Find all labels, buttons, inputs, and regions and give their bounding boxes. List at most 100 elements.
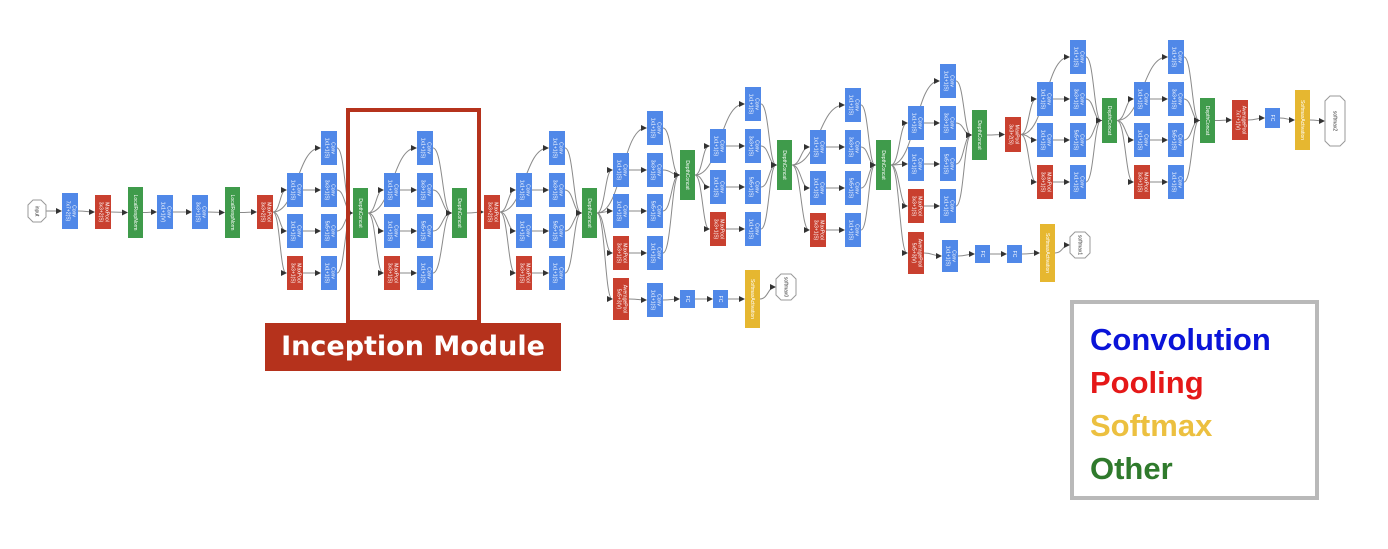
node-name: DepthConcat: [357, 198, 363, 228]
node-name: MaxPool: [493, 202, 499, 221]
pool-block: [908, 189, 924, 223]
node-name: Conv: [426, 225, 432, 237]
node-name: Conv: [296, 184, 302, 196]
edge-5a_cat-to-5b_r2: [1116, 96, 1134, 121]
edge-conv1-to-pool1: [77, 208, 95, 215]
node-5a-cat: DepthConcat: [1102, 98, 1117, 143]
conv-block: [157, 195, 173, 229]
edge-pool3-to-4a_pool: [499, 211, 516, 276]
conv-block: [516, 214, 532, 248]
conv-block: [940, 189, 956, 223]
node-name: Conv: [951, 250, 957, 262]
node-name: DepthConcat: [976, 120, 982, 150]
conv-block: [1168, 123, 1184, 157]
other-block: [452, 188, 467, 238]
node-params: 1x1+1(S): [650, 290, 656, 311]
node-name: Conv: [917, 158, 923, 170]
node-params: 1x1+1(S): [1137, 89, 1143, 110]
conv-block: [845, 171, 861, 205]
pool-block: [1232, 100, 1248, 140]
node-name: MaxPool: [1143, 172, 1149, 191]
edge-4b_b3-to-4b_cat: [662, 172, 680, 212]
conv-block: [287, 173, 303, 207]
edge-5a_b4-to-5a_cat: [1085, 117, 1102, 183]
node-params: 3x3+1(S): [650, 160, 656, 181]
node-name: Conv: [393, 184, 399, 196]
node-name: DepthConcat: [456, 198, 462, 228]
edge-pool4-to-5a_r2: [1020, 96, 1037, 135]
node-name: AveragePool: [917, 239, 923, 268]
conv-block: [613, 153, 629, 187]
inception-module-label: Inception Module: [265, 323, 561, 371]
conv-block: [1070, 123, 1086, 157]
node-params: 3x3+1(S): [748, 136, 754, 157]
node-name: Conv: [819, 141, 825, 153]
node-params: 5x5+1(S): [943, 154, 949, 175]
edge-avgpool-to-fc: [1247, 115, 1265, 122]
edge-3a_b4-to-3a_cat: [336, 210, 353, 274]
node-4b-cat: DepthConcat: [680, 150, 695, 200]
conv-block: [680, 290, 695, 308]
io-block: [1069, 231, 1091, 259]
node-params: 3x3+1(S): [1171, 89, 1177, 110]
conv-block: [417, 214, 433, 248]
node-params: 3x3+2(S): [1008, 124, 1014, 145]
conv-block: [810, 130, 826, 164]
node-name: Conv: [1079, 134, 1085, 146]
node-name: Conv: [558, 142, 564, 154]
other-block: [1102, 98, 1117, 143]
node-name: Conv: [1079, 176, 1085, 188]
other-block: [876, 140, 891, 190]
conv-block: [321, 214, 337, 248]
node-params: 5x5+1(S): [1171, 130, 1177, 151]
edge-lrn2-to-pool2: [239, 209, 257, 216]
inception-module-highlight: [346, 108, 481, 324]
node-name: Conv: [854, 182, 860, 194]
conv-block: [1007, 245, 1022, 263]
edge-5a_cat-to-5b_pool: [1116, 120, 1134, 185]
node-params: 3x3+1(S): [1137, 172, 1143, 193]
conv-block: [647, 283, 663, 317]
node-params: 5x5+1(S): [848, 178, 854, 199]
node-name: DepthConcat: [684, 160, 690, 190]
node-params: 3x3+1(S): [813, 220, 819, 241]
node-name: softmax2: [1332, 111, 1338, 132]
node-name: Conv: [719, 181, 725, 193]
node-name: Conv: [1177, 93, 1183, 105]
node-params: 1x1+1(S): [943, 71, 949, 92]
node-params: 5x5+1(S): [324, 221, 330, 242]
edge-sm-to-softmax2: [1309, 117, 1325, 124]
node-name: Conv: [330, 267, 336, 279]
edge-a2_avg-to-a2_conv: [923, 252, 942, 259]
node-name: Conv: [71, 205, 77, 217]
legend-pooling: Pooling: [1090, 365, 1204, 400]
node-name: Conv: [558, 184, 564, 196]
softmax-block: [745, 270, 760, 328]
node-params: 3x3+1(S): [1040, 172, 1046, 193]
node-name: Conv: [426, 142, 432, 154]
node-name: MaxPool: [393, 263, 399, 282]
node-name: Conv: [656, 205, 662, 217]
conv-block: [745, 212, 761, 246]
conv-block: [647, 194, 663, 228]
node-params: 3x3+1(S): [290, 263, 296, 284]
node-name: LocalRespNorm: [132, 195, 138, 231]
conv-block: [710, 129, 726, 163]
node-name: Conv: [1177, 134, 1183, 146]
conv-block: [62, 193, 78, 229]
node-4a-cat: DepthConcat: [582, 188, 597, 238]
